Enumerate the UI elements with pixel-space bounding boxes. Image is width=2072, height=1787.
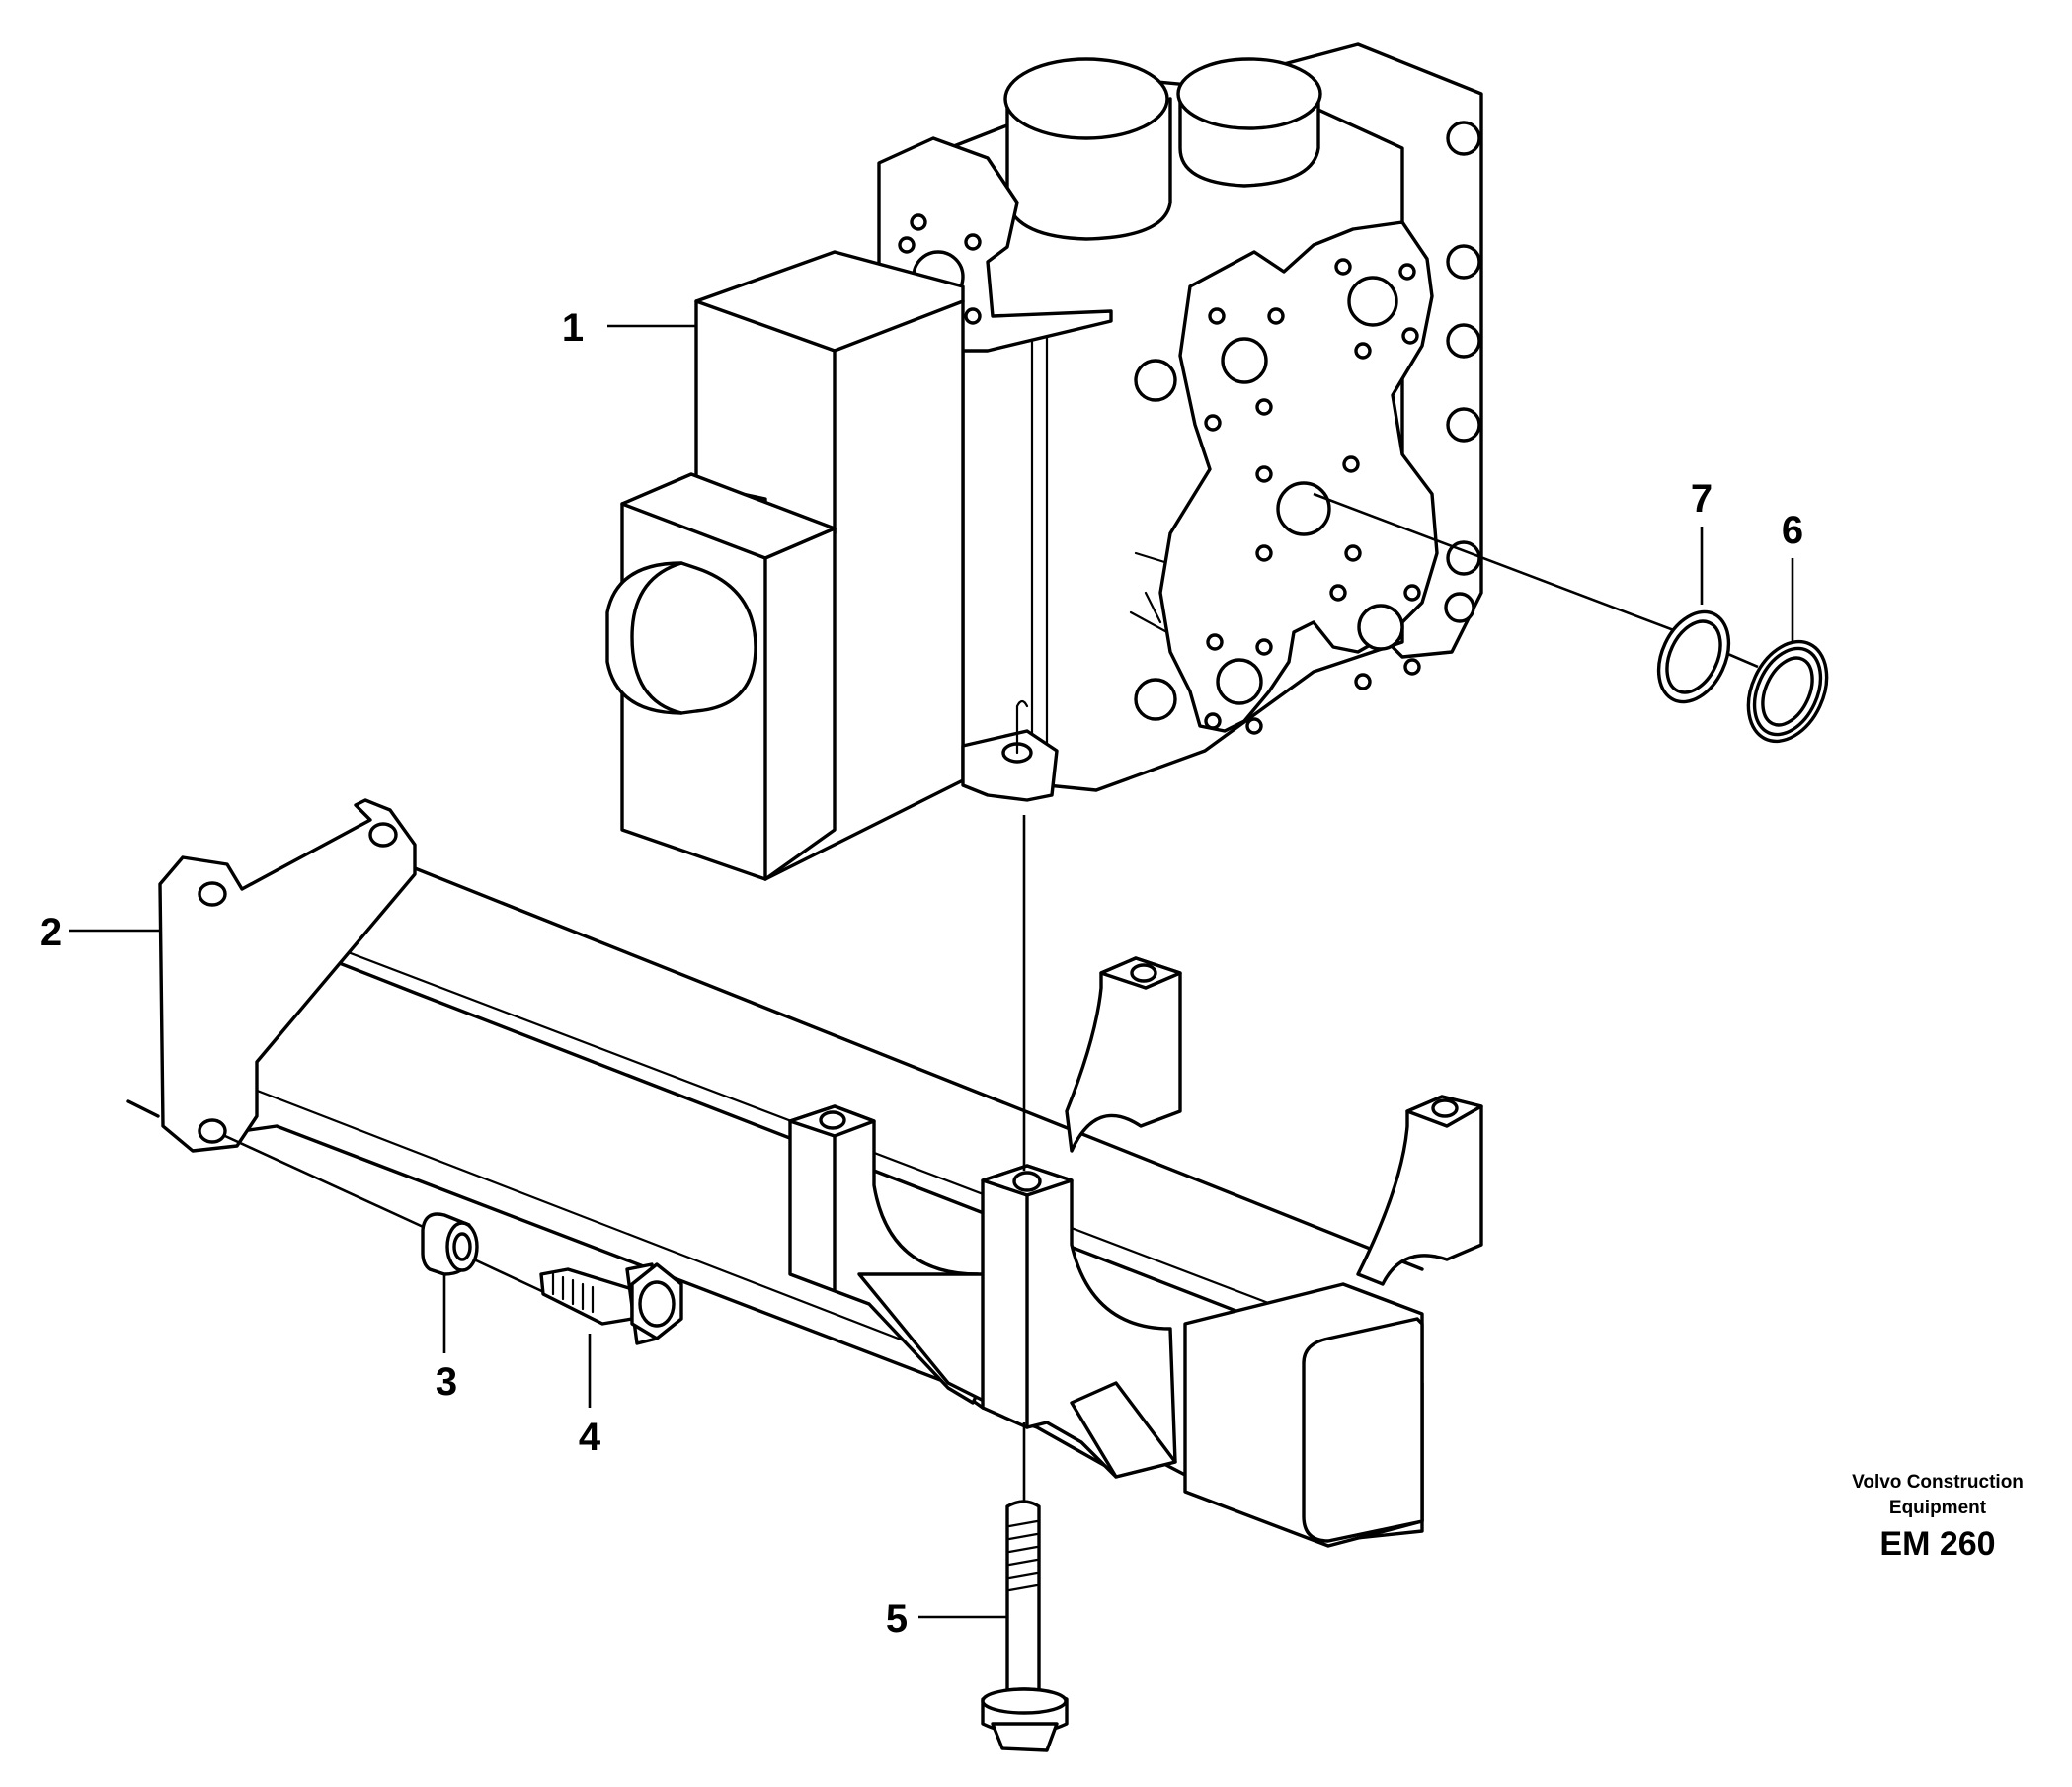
callout-3: 3 [436,1360,457,1404]
flange-screw-short [539,1262,683,1345]
illustration-code: EM 260 [1879,1525,1995,1563]
callout-6: 6 [1782,509,1803,552]
callout-5: 5 [886,1597,908,1641]
publisher-name-line1: Volvo Construction [1852,1472,2024,1493]
bracket-beam [126,798,1483,1548]
flange-screw-long [981,1500,1069,1752]
callout-2: 2 [40,911,62,954]
o-ring [1656,609,1731,704]
callout-1: 1 [562,306,584,350]
valve-body [605,42,1483,881]
sealing-washer [1746,639,1829,744]
publisher-name-line2: Equipment [1889,1498,1987,1518]
callout-7: 7 [1691,477,1713,521]
spacer-sleeve [421,1212,479,1276]
callout-leaders [69,324,1794,1619]
callout-4: 4 [579,1416,601,1459]
assembly-lines [224,492,1759,1526]
